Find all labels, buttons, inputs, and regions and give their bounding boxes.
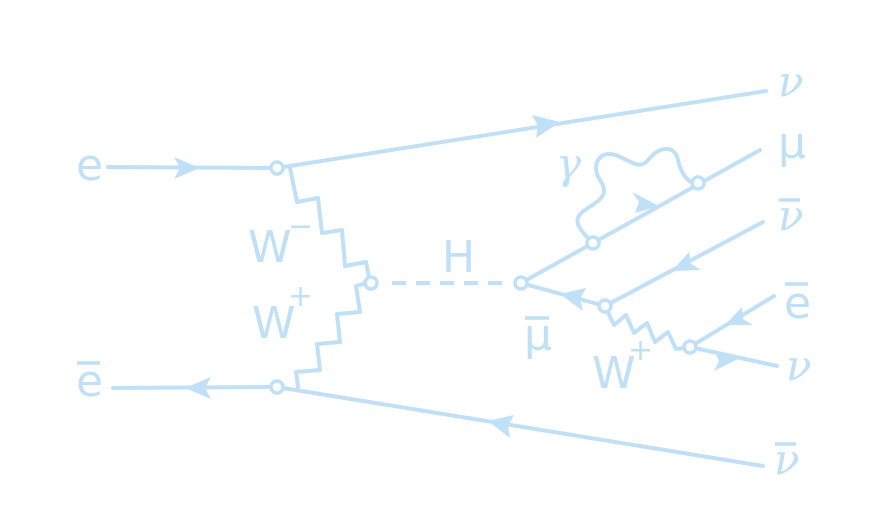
vertex-top-left (269, 160, 285, 176)
antimuon-arrow (560, 288, 586, 311)
label-w-plus-second: W (592, 348, 636, 399)
label-w-plus-second-sup: + (628, 333, 653, 368)
muon-arrow (632, 192, 659, 213)
label-higgs: H (442, 232, 475, 283)
vertex-photon-absorption (690, 175, 706, 191)
neutrino-top-line (275, 89, 768, 170)
label-w-plus: W (252, 298, 296, 349)
vertex-w-emission (597, 298, 613, 314)
label-w-minus-sup: − (288, 209, 313, 244)
positron-arrow (185, 377, 211, 399)
label-photon: γ (556, 139, 582, 188)
label-w-plus-sup: + (288, 279, 313, 314)
anti-neutrino-mu-arrow (672, 252, 701, 271)
w-plus-propagator (294, 280, 372, 389)
vertex-w-decay (682, 339, 698, 355)
vertex-photon-emission (585, 235, 601, 251)
antineutrino-bottom-line (275, 385, 765, 468)
photon-line (575, 146, 700, 245)
label-muon: μ (778, 118, 806, 169)
neutrino-top-arrow (532, 115, 560, 138)
vertex-middle (363, 275, 379, 291)
vertex-bottom-left (269, 379, 285, 395)
anti-electron-arrow (725, 307, 753, 325)
muon-line-lower (519, 241, 595, 285)
w-plus-second-propagator (603, 304, 692, 351)
muon-line-upper (591, 148, 762, 245)
label-neutrino-top: ν (778, 57, 804, 106)
antineutrino-bottom-arrow (488, 415, 514, 438)
electron-arrow (174, 157, 200, 179)
neutrino-e-arrow (714, 350, 740, 371)
label-neutrino-e: ν (786, 341, 812, 390)
label-electron: e (76, 140, 103, 191)
label-w-minus: W (248, 222, 292, 273)
w-minus-propagator (288, 166, 372, 284)
vertex-higgs-decay (513, 275, 529, 291)
label-anti-electron: e (784, 278, 811, 329)
